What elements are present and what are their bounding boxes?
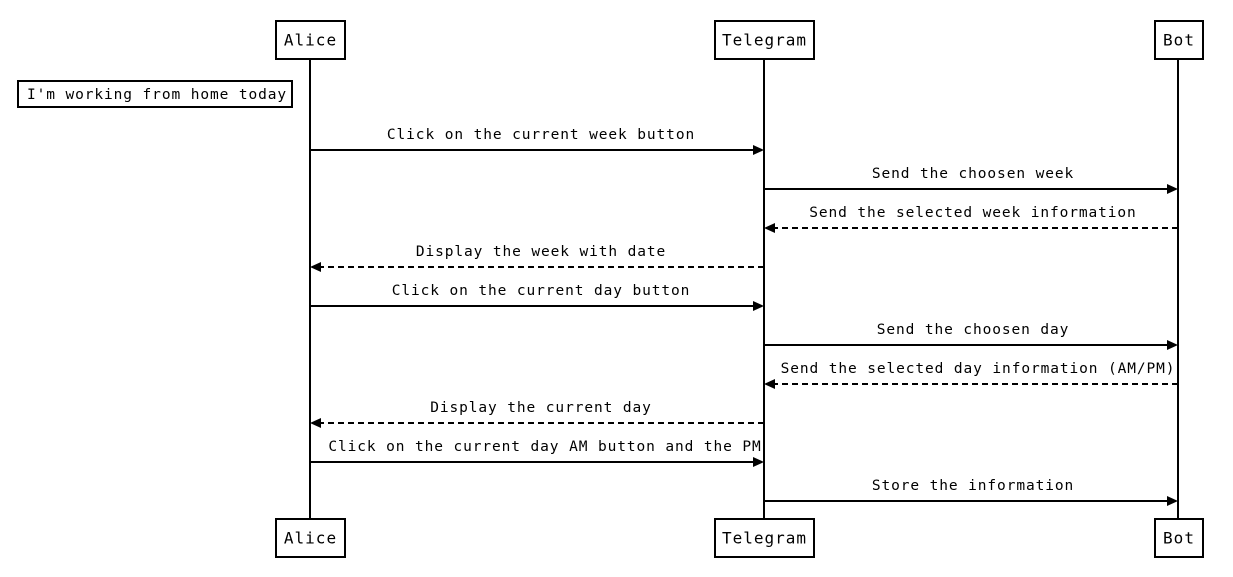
note-note-alice-wfh: I'm working from home today — [17, 80, 293, 108]
message-arrowhead-msg-8 — [310, 418, 321, 428]
message-label-msg-5: Click on the current day button — [392, 283, 691, 299]
participant-label-alice: Alice — [284, 529, 337, 548]
message-msg-6[interactable]: Send the choosen day — [764, 322, 1178, 350]
participant-label-telegram: Telegram — [722, 31, 807, 50]
message-label-msg-10: Store the information — [872, 478, 1074, 494]
message-msg-2[interactable]: Send the choosen week — [764, 166, 1178, 194]
participant-bot-bottom[interactable]: Bot — [1154, 518, 1204, 558]
message-arrowhead-msg-1 — [753, 145, 764, 155]
participant-label-telegram: Telegram — [722, 529, 807, 548]
participant-telegram-top[interactable]: Telegram — [714, 20, 815, 60]
note-label-note-alice-wfh: I'm working from home today — [27, 87, 287, 103]
message-label-msg-2: Send the choosen week — [872, 166, 1074, 182]
message-arrowhead-msg-2 — [1167, 184, 1178, 194]
notes-layer: I'm working from home today — [17, 80, 293, 108]
message-arrowhead-msg-7 — [764, 379, 775, 389]
participant-label-bot: Bot — [1163, 529, 1195, 548]
message-label-msg-7: Send the selected day information (AM/PM… — [781, 361, 1176, 377]
lifelines-layer — [309, 59, 1179, 519]
message-arrowhead-msg-10 — [1167, 496, 1178, 506]
message-label-msg-6: Send the choosen day — [877, 322, 1070, 338]
message-msg-9[interactable]: Click on the current day AM button and t… — [310, 439, 764, 467]
message-label-msg-4: Display the week with date — [416, 244, 666, 260]
message-msg-3[interactable]: Send the selected week information — [764, 205, 1178, 233]
participant-alice-top[interactable]: Alice — [275, 20, 346, 60]
message-arrowhead-msg-5 — [753, 301, 764, 311]
participant-alice-bottom[interactable]: Alice — [275, 518, 346, 558]
message-label-msg-3: Send the selected week information — [809, 205, 1136, 221]
participant-label-bot: Bot — [1163, 31, 1195, 50]
participant-telegram-bottom[interactable]: Telegram — [714, 518, 815, 558]
message-arrowhead-msg-9 — [753, 457, 764, 467]
message-arrowhead-msg-4 — [310, 262, 321, 272]
message-label-msg-9: Click on the current day AM button and t… — [328, 439, 761, 455]
message-label-msg-8: Display the current day — [430, 400, 651, 416]
message-msg-4[interactable]: Display the week with date — [310, 244, 764, 272]
participant-label-alice: Alice — [284, 31, 337, 50]
message-arrowhead-msg-6 — [1167, 340, 1178, 350]
message-msg-8[interactable]: Display the current day — [310, 400, 764, 428]
message-msg-7[interactable]: Send the selected day information (AM/PM… — [764, 361, 1178, 389]
message-label-msg-1: Click on the current week button — [387, 127, 695, 143]
message-msg-10[interactable]: Store the information — [764, 478, 1178, 506]
message-msg-1[interactable]: Click on the current week button — [310, 127, 764, 155]
message-msg-5[interactable]: Click on the current day button — [310, 283, 764, 311]
participant-bot-top[interactable]: Bot — [1154, 20, 1204, 60]
message-arrowhead-msg-3 — [764, 223, 775, 233]
